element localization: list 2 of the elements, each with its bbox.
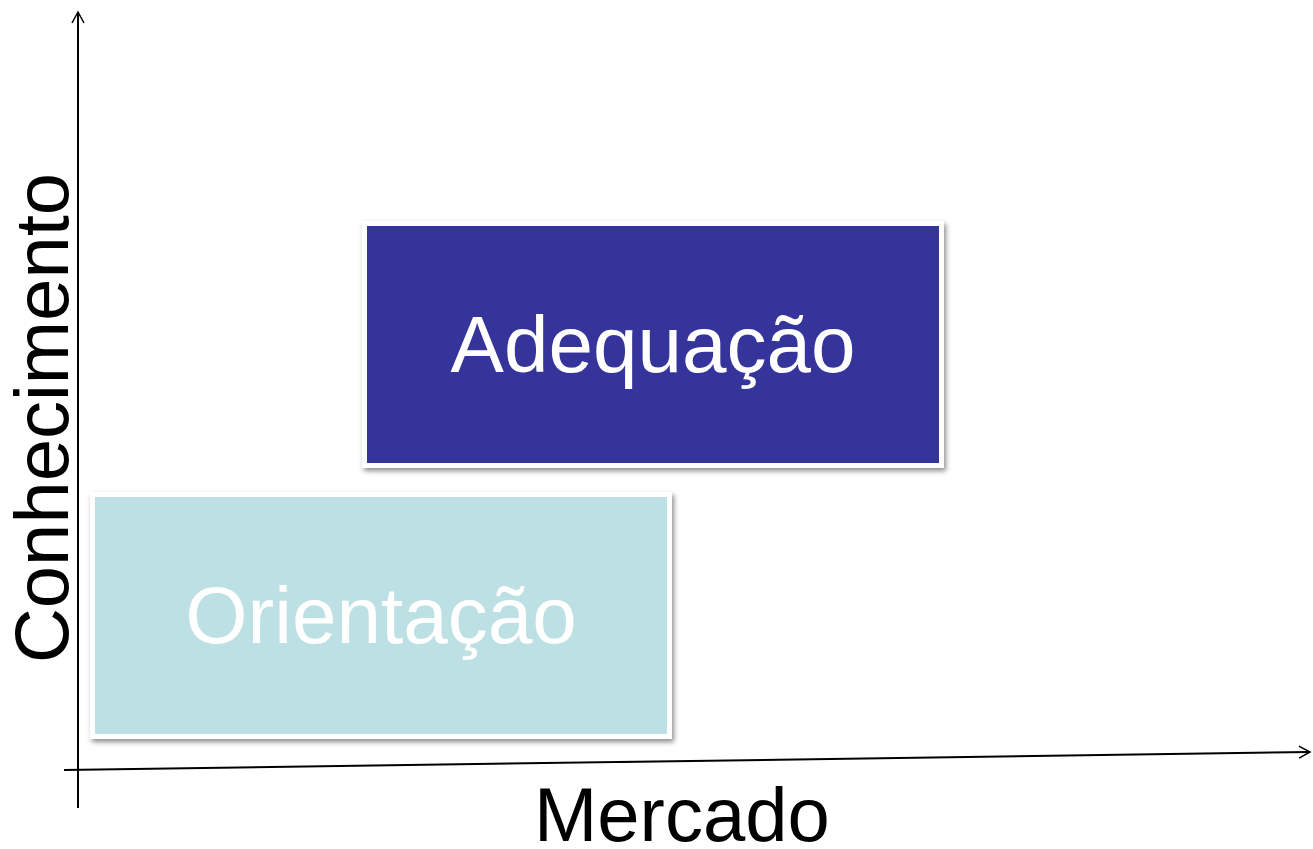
y-axis-title: Conhecimento — [4, 172, 81, 664]
x-axis-title: Mercado — [534, 777, 830, 849]
